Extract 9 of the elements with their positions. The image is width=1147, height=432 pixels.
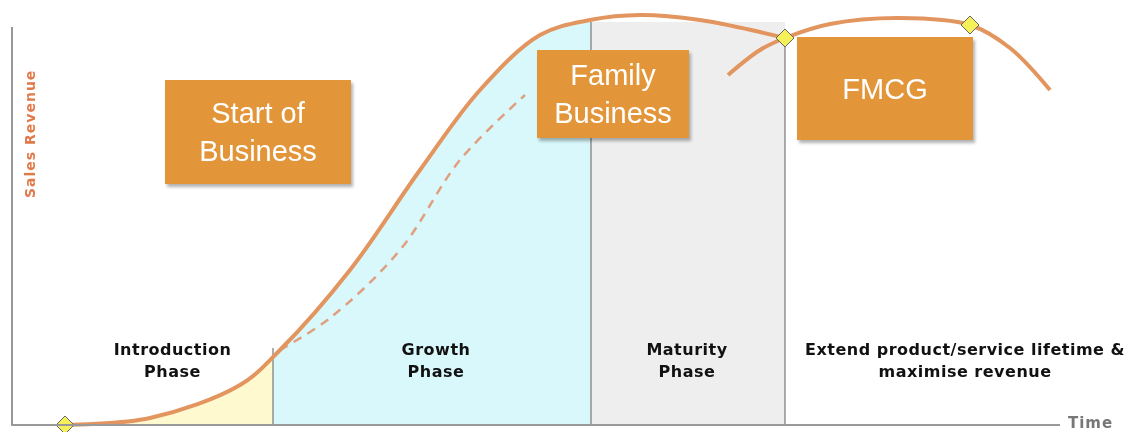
start-box: Start of Business	[165, 80, 351, 184]
stage-box: FMCG	[797, 37, 973, 140]
stage-box: Family Business	[537, 50, 689, 138]
phase-label: Maturity Phase	[627, 338, 747, 384]
axis-title: Time	[1068, 414, 1114, 432]
phase-label: Growth Phase	[381, 338, 491, 384]
phase-label: Extend product/service lifetime & maximise revenue	[800, 338, 1130, 384]
phase-label: Introduction Phase	[105, 338, 240, 384]
axis-title: Sales Revenue	[22, 69, 38, 198]
